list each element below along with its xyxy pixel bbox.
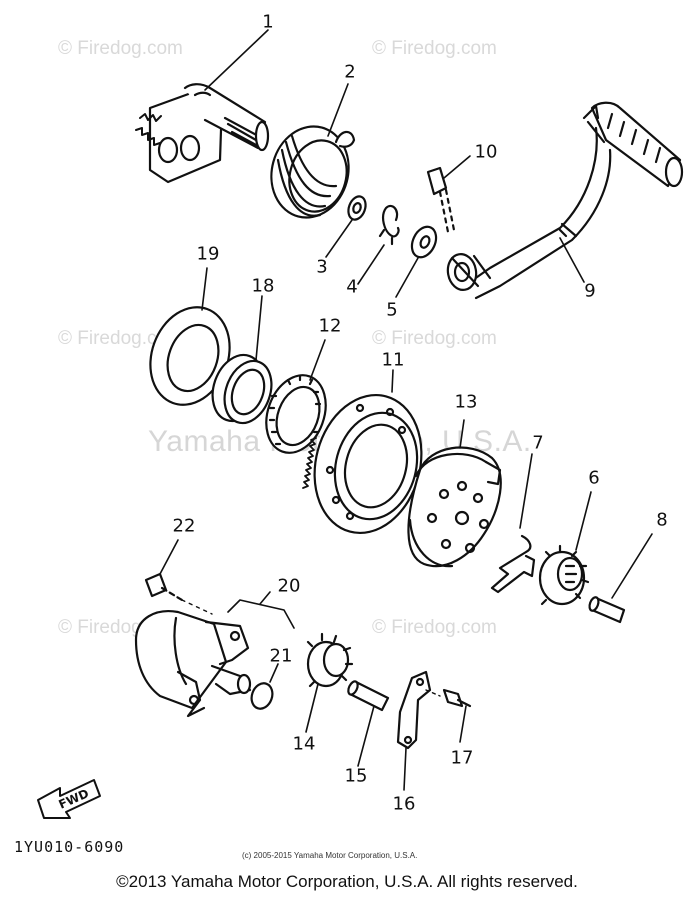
callout-13: 13 xyxy=(454,391,478,413)
callout-11: 11 xyxy=(381,349,405,371)
bolt-22-part xyxy=(144,572,213,615)
callout-7: 7 xyxy=(532,432,544,454)
callout-5: 5 xyxy=(386,299,398,321)
kick-shaft-part xyxy=(135,83,270,184)
callout-8: 8 xyxy=(656,509,668,531)
starter-clutch-part xyxy=(302,393,423,535)
callout-21: 21 xyxy=(269,645,293,667)
small-copyright: (c) 2005-2015 Yamaha Motor Corporation, … xyxy=(242,851,418,860)
callout-16: 16 xyxy=(392,793,416,815)
kick-crank-part xyxy=(446,101,684,300)
callout-2: 2 xyxy=(344,61,356,83)
fwd-arrow-icon xyxy=(37,779,101,819)
callout-19: 19 xyxy=(196,243,220,265)
diagram-part-number: 1YU010-6090 xyxy=(14,838,125,856)
callout-15: 15 xyxy=(344,765,368,787)
idler-plate-part xyxy=(407,446,502,568)
roller-bearing-part xyxy=(265,374,327,454)
callout-20: 20 xyxy=(277,575,301,597)
washer-part xyxy=(347,195,367,221)
watermark-firedog: © Firedog.com xyxy=(58,328,183,349)
watermark-firedog: © Firedog.com xyxy=(372,38,497,59)
callout-3: 3 xyxy=(316,256,328,278)
circlip-part xyxy=(382,204,400,238)
watermark-firedog: © Firedog.com xyxy=(372,617,497,638)
callout-6: 6 xyxy=(588,467,600,489)
watermark-firedog: © Firedog.com xyxy=(372,328,497,349)
callout-18: 18 xyxy=(251,275,275,297)
idler-gear-part xyxy=(306,632,354,688)
bolt-part xyxy=(426,166,456,234)
washer-5-part xyxy=(410,225,438,259)
starter-motor-part xyxy=(134,610,252,718)
callout-14: 14 xyxy=(292,733,316,755)
o-ring-part xyxy=(250,682,274,710)
shaft-15-part xyxy=(347,680,390,712)
gear-6-part xyxy=(538,544,590,606)
plate-16-part xyxy=(396,670,432,750)
spring-part xyxy=(270,125,356,219)
callout-9: 9 xyxy=(584,280,596,302)
callout-12: 12 xyxy=(318,315,342,337)
clip-spring-part xyxy=(490,534,536,594)
pin-8-part xyxy=(588,596,626,624)
footer-copyright: ©2013 Yamaha Motor Corporation, U.S.A. A… xyxy=(116,872,578,891)
callout-10: 10 xyxy=(474,141,498,163)
callout-1: 1 xyxy=(262,11,274,33)
screw-17-part xyxy=(425,688,472,708)
callout-4: 4 xyxy=(346,276,358,298)
callout-17: 17 xyxy=(450,747,474,769)
bushing-part xyxy=(211,353,273,425)
callout-22: 22 xyxy=(172,515,196,537)
watermark-firedog: © Firedog.com xyxy=(58,38,183,59)
